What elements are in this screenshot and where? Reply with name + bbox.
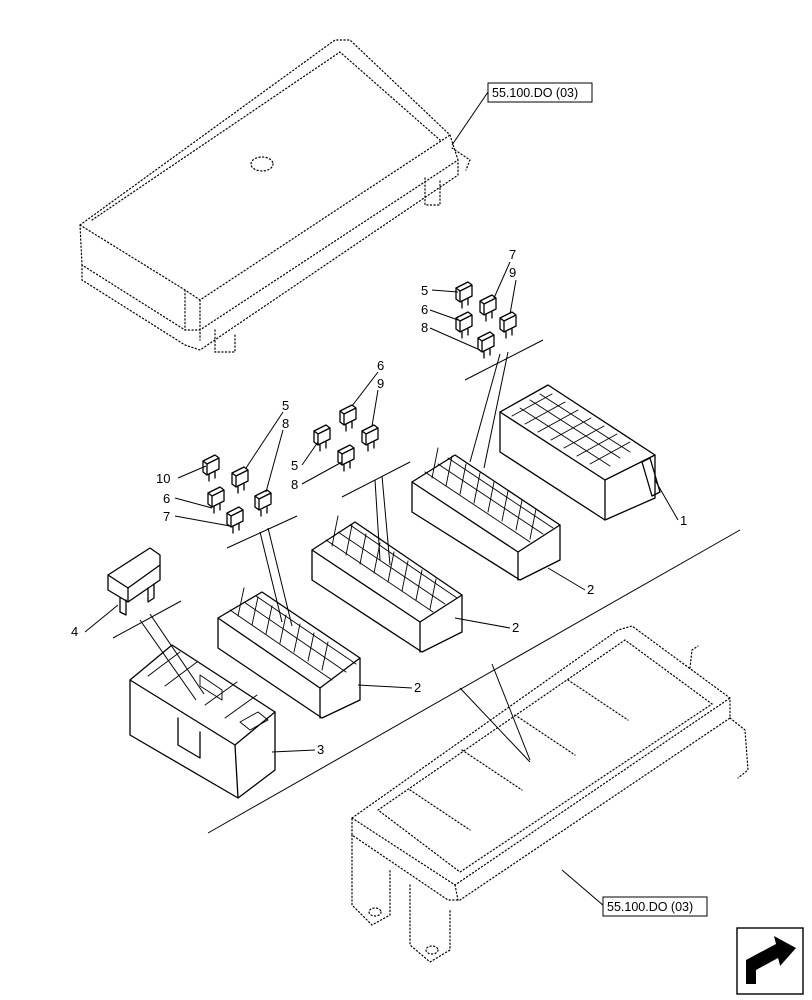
mini-fuses-middle-group <box>313 404 379 472</box>
cover-reference-callout[interactable]: 55.100.DO (03) <box>451 82 593 146</box>
maxi-fuse-part-4 <box>107 547 161 616</box>
svg-text:2: 2 <box>587 582 594 597</box>
fuse-box-base <box>351 625 749 963</box>
svg-text:6: 6 <box>377 358 384 373</box>
callout-part-2-upper[interactable]: 2 <box>547 567 594 597</box>
svg-text:8: 8 <box>421 320 428 335</box>
cover-reference-text: 55.100.DO (03) <box>492 86 578 100</box>
svg-text:7: 7 <box>163 509 170 524</box>
svg-text:6: 6 <box>163 491 170 506</box>
svg-text:9: 9 <box>509 265 516 280</box>
svg-text:8: 8 <box>291 477 298 492</box>
assembly-guide-lines <box>112 339 741 834</box>
callout-part-4[interactable]: 4 <box>71 604 119 639</box>
svg-text:1: 1 <box>680 513 687 528</box>
callout-part-1[interactable]: 1 <box>654 479 687 528</box>
svg-text:3: 3 <box>317 742 324 757</box>
fuse-holder-middle-part-2 <box>311 515 463 653</box>
svg-text:5: 5 <box>282 398 289 413</box>
svg-text:6: 6 <box>421 302 428 317</box>
svg-text:9: 9 <box>377 376 384 391</box>
svg-text:5: 5 <box>421 283 428 298</box>
fuse-holder-upper-part-2 <box>411 447 561 581</box>
mini-fuses-upper-group <box>455 281 517 359</box>
relay-block-part-1 <box>499 384 661 521</box>
svg-text:5: 5 <box>291 458 298 473</box>
base-reference-callout[interactable]: 55.100.DO (03) <box>561 869 708 917</box>
next-page-arrow-icon[interactable] <box>736 927 804 995</box>
svg-text:2: 2 <box>414 680 421 695</box>
mini-fuses-lower-group <box>202 454 272 534</box>
callout-part-2-lower[interactable]: 2 <box>357 680 421 695</box>
fuse-block-part-3 <box>129 644 276 799</box>
callouts-lower-fuses[interactable]: 5 8 10 6 7 <box>156 398 289 527</box>
svg-text:7: 7 <box>509 247 516 262</box>
base-reference-text: 55.100.DO (03) <box>607 900 693 914</box>
svg-text:4: 4 <box>71 624 78 639</box>
svg-text:8: 8 <box>282 416 289 431</box>
callout-part-3[interactable]: 3 <box>271 742 324 757</box>
svg-text:2: 2 <box>512 620 519 635</box>
callout-part-2-middle[interactable]: 2 <box>454 617 519 635</box>
fuse-box-cover <box>79 39 471 353</box>
callouts-upper-fuses[interactable]: 5 6 8 7 9 <box>421 247 517 351</box>
svg-text:10: 10 <box>156 471 170 486</box>
callouts-middle-fuses[interactable]: 6 9 5 8 <box>291 358 384 492</box>
fuse-holder-lower-part-2 <box>217 587 361 719</box>
